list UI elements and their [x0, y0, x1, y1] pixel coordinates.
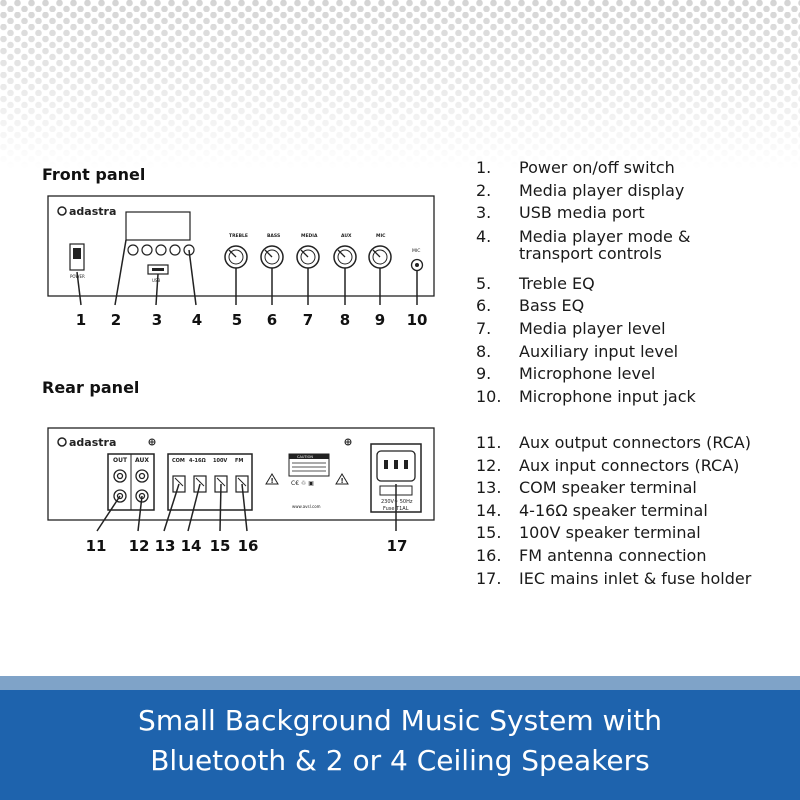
usb-label: USB — [152, 278, 160, 283]
rear-brand: adastra — [69, 436, 116, 449]
front-panel-heading: Front panel — [42, 165, 146, 184]
rca-out-label: OUT — [113, 457, 128, 464]
legend-item: 5.Treble EQ — [476, 273, 595, 293]
website-label: www.avsl.com — [292, 504, 321, 509]
com-label: COM — [172, 458, 185, 464]
callout-1: 1 — [76, 311, 86, 329]
footer-title-line-1: Small Background Music System with — [138, 704, 662, 737]
warning-icon: ! ! — [265, 473, 349, 485]
svg-text:AUX: AUX — [341, 233, 352, 239]
v100-label: 100V — [213, 458, 227, 464]
treble-knob: TREBLE — [224, 233, 248, 269]
legend-item: 9.Microphone level — [476, 364, 656, 384]
callout-13: 13 — [155, 537, 176, 555]
legend-item: 2.Media player display — [476, 180, 685, 200]
rca-aux-label: AUX — [135, 457, 149, 464]
svg-text:MEDIA: MEDIA — [301, 233, 318, 239]
footer-title-line-2: Bluetooth & 2 or 4 Ceiling Speakers — [150, 744, 650, 777]
legend-item: 12.Aux input connectors (RCA) — [476, 455, 740, 475]
callout-7: 7 — [303, 311, 313, 329]
callout-5: 5 — [232, 311, 242, 329]
rear-panel-diagram: adastra OUT AUX COM 4-16Ω 100V FM ! ! C — [47, 427, 435, 555]
media-knob: MEDIA — [296, 233, 320, 269]
svg-text:MIC: MIC — [412, 248, 420, 254]
legend-item: 11.Aux output connectors (RCA) — [476, 433, 751, 452]
rear-panel-heading: Rear panel — [42, 378, 140, 397]
callout-9: 9 — [375, 311, 385, 329]
legend-item: 6.Bass EQ — [476, 296, 585, 316]
fuse-spec-label: 230V~ 50Hz — [381, 499, 413, 505]
mic-knob: MIC — [368, 233, 392, 269]
legend-item: 10.Microphone input jack — [476, 386, 696, 406]
ohm-label: 4-16Ω — [189, 458, 207, 464]
svg-text:TREBLE: TREBLE — [229, 233, 248, 239]
rear-brand-logo: adastra — [57, 436, 116, 449]
callout-12: 12 — [129, 537, 150, 555]
hexagon-pattern — [0, 0, 800, 170]
callout-11: 11 — [86, 537, 107, 555]
callout-14: 14 — [181, 537, 202, 555]
power-rocker — [73, 248, 81, 259]
callout-10: 10 — [407, 311, 428, 329]
callout-3: 3 — [152, 311, 162, 329]
legend-item: 13.COM speaker terminal — [476, 478, 697, 498]
legend-rear: 11.Aux output connectors (RCA) 12.Aux in… — [476, 432, 751, 590]
footer-strip — [0, 676, 800, 690]
iec-pins — [384, 460, 408, 469]
front-leader-lines — [76, 239, 418, 306]
legend-front: 1.Power on/off switch 2.Media player dis… — [476, 157, 696, 408]
rear-leader-lines — [96, 483, 397, 532]
callout-8: 8 — [340, 311, 350, 329]
fm-label: FM — [235, 458, 243, 464]
svg-text:CAUTION: CAUTION — [297, 455, 313, 459]
legend-item: 17.IEC mains inlet & fuse holder — [476, 568, 752, 588]
mic-jack: MIC — [410, 248, 424, 272]
terminal-hatching — [174, 477, 247, 487]
svg-text:MIC: MIC — [376, 233, 386, 239]
brand-logo: adastra — [57, 205, 116, 218]
legend-item: 16.FM antenna connection — [476, 545, 707, 565]
svg-text:BASS: BASS — [267, 233, 280, 239]
legend-item: 8.Auxiliary input level — [476, 341, 679, 361]
bass-knob: BASS — [260, 233, 284, 269]
front-callouts: 1 2 3 4 5 6 7 8 9 10 — [76, 311, 428, 329]
legend-item: 4.Media player mode &transport controls — [476, 226, 691, 263]
legend-item: 15.100V speaker terminal — [476, 523, 701, 543]
callout-17: 17 — [387, 537, 408, 555]
callout-4: 4 — [192, 311, 202, 329]
rear-callouts: 11 12 13 14 15 16 17 — [86, 537, 408, 555]
callout-6: 6 — [267, 311, 277, 329]
legend-item: 1.Power on/off switch — [476, 158, 675, 177]
front-panel-outline — [47, 195, 435, 297]
svg-text:!: ! — [341, 477, 344, 485]
screw-marks — [148, 438, 352, 446]
media-display — [125, 211, 191, 241]
front-panel-diagram: adastra POWER USB TREBLE BASS MEDIA AUX — [47, 195, 435, 329]
legend-item: 7.Media player level — [476, 318, 666, 338]
callout-2: 2 — [111, 311, 121, 329]
legend-item: 14.4-16Ω speaker terminal — [476, 500, 708, 520]
callout-16: 16 — [238, 537, 259, 555]
svg-text:C€ ♲ ▣: C€ ♲ ▣ — [291, 480, 314, 487]
caution-label: CAUTION C€ ♲ ▣ www.avsl.com — [288, 453, 330, 509]
legend-item: 3.USB media port — [476, 203, 645, 223]
callout-15: 15 — [210, 537, 231, 555]
svg-text:!: ! — [271, 477, 274, 485]
footer-banner: Small Background Music System with Bluet… — [0, 690, 800, 800]
front-brand: adastra — [69, 205, 116, 218]
